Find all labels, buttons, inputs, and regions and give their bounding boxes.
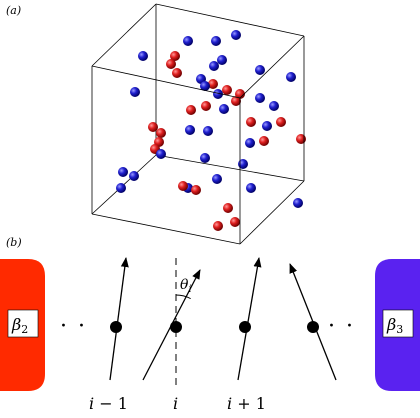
blue-particle xyxy=(293,198,303,208)
blue-particle xyxy=(211,36,221,46)
spin-arrow-1 xyxy=(109,257,129,381)
red-particle xyxy=(230,217,240,227)
blue-particle xyxy=(118,167,128,177)
blue-particle xyxy=(200,153,210,163)
red-particle xyxy=(170,51,180,61)
blue-particle xyxy=(212,174,222,184)
red-particle xyxy=(231,96,241,106)
red-particle xyxy=(148,122,158,132)
blue-particle xyxy=(231,30,241,40)
blue-particle xyxy=(245,138,255,148)
right-reservoir-label: β3 xyxy=(386,315,403,336)
red-particle xyxy=(156,128,166,138)
site-dot-3 xyxy=(239,321,251,333)
right-reservoir: β3 xyxy=(375,259,420,391)
spin-arrows xyxy=(109,257,337,381)
blue-particle xyxy=(116,183,126,193)
red-particle xyxy=(276,117,286,127)
spin-arrow-3 xyxy=(237,257,262,381)
blue-particle xyxy=(183,36,193,46)
blue-particle xyxy=(203,126,213,136)
ellipsis-right: · · xyxy=(328,314,355,339)
site-dots xyxy=(110,321,319,333)
site-label-i-plus-1: i + 1 xyxy=(227,394,266,413)
blue-particle xyxy=(200,81,210,91)
left-reservoir-label-box xyxy=(7,309,39,338)
red-particle xyxy=(259,136,269,146)
site-dot-2 xyxy=(170,321,182,333)
blue-particle xyxy=(262,121,272,131)
blue-particle xyxy=(238,159,248,169)
left-reservoir-label: β2 xyxy=(11,315,28,336)
ellipsis-left: · · xyxy=(60,314,87,339)
site-dot-4 xyxy=(307,321,319,333)
red-particle xyxy=(166,59,176,69)
blue-particle xyxy=(129,171,139,181)
red-particle xyxy=(222,85,232,95)
blue-particle xyxy=(209,61,219,71)
angle-arc xyxy=(175,294,191,300)
blue-particle xyxy=(217,55,227,65)
left-reservoir: β2 xyxy=(0,259,45,391)
red-particle xyxy=(223,203,233,213)
blue-particle xyxy=(286,72,296,82)
red-particle xyxy=(213,221,223,231)
blue-particle xyxy=(185,125,195,135)
panel-a-label: (a) xyxy=(6,4,21,17)
cube-front-edges xyxy=(91,3,305,245)
blue-particle xyxy=(138,51,148,61)
blue-particle xyxy=(219,104,229,114)
blue-particle xyxy=(255,65,265,75)
site-label-i-minus-1: i − 1 xyxy=(89,394,128,413)
site-label-i: i xyxy=(173,394,178,413)
blue-particle xyxy=(255,93,265,103)
red-particle xyxy=(208,79,218,89)
red-particle xyxy=(172,68,182,78)
red-particle xyxy=(296,134,306,144)
blue-particle xyxy=(269,101,279,111)
blue-particle xyxy=(130,87,140,97)
blue-particle xyxy=(213,89,223,99)
red-particle xyxy=(201,101,211,111)
red-particle xyxy=(178,181,188,191)
angle-label: θi xyxy=(180,277,192,295)
red-particle xyxy=(246,117,256,127)
site-dot-1 xyxy=(110,321,122,333)
blue-particle xyxy=(246,183,256,193)
blue-particle xyxy=(156,149,166,159)
particle-cloud xyxy=(116,30,306,231)
red-particle xyxy=(186,105,196,115)
panel-b-label: (b) xyxy=(6,236,22,249)
red-particle xyxy=(191,185,201,195)
right-reservoir-label-box xyxy=(382,309,414,338)
